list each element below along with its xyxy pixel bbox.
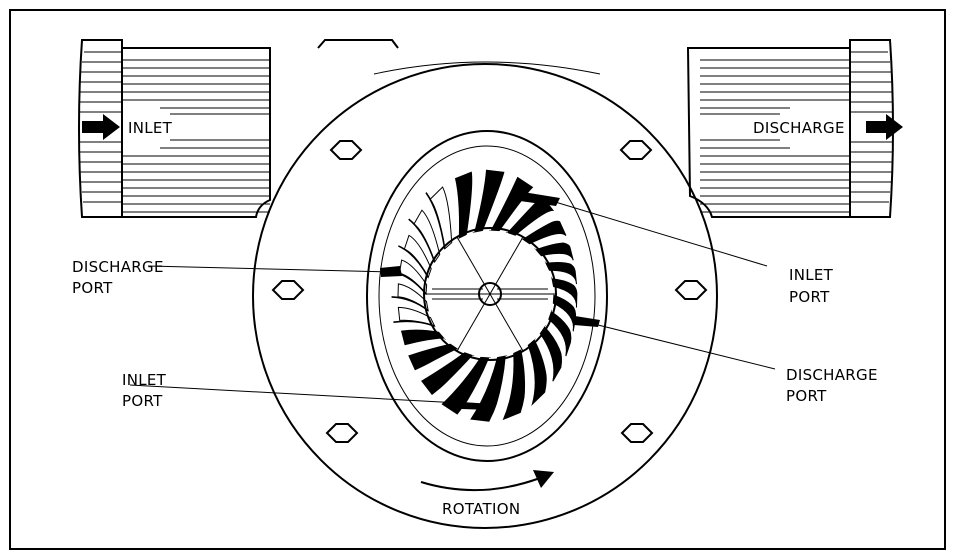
rotor-vane-blade: [398, 245, 429, 278]
discharge-port-left-label-line2: PORT: [72, 279, 113, 297]
rotor-vane-blade: [472, 161, 487, 233]
discharge-arrow-icon: [866, 114, 903, 140]
rotor-vane-blade: [489, 169, 521, 231]
chamber-wall-outer: [366, 130, 608, 462]
rotor-vane-blade: [409, 348, 459, 376]
discharge-port-right-label-line2: PORT: [786, 387, 827, 405]
rotor-vane-blade: [534, 240, 576, 250]
rotor-vane-blade: [544, 325, 567, 373]
bolt-hex: [620, 423, 654, 443]
rotor-vanes: [391, 161, 584, 431]
rotor-vane-blade: [545, 260, 582, 271]
rotor-shaft: [478, 282, 502, 306]
liquid-ring: [378, 145, 596, 447]
inlet-label: INLET: [128, 119, 173, 137]
inlet-pipe: [121, 47, 271, 218]
discharge-port-left-label-line1: DISCHARGE: [72, 258, 164, 276]
rotor-vane-blade: [427, 355, 475, 402]
discharge-label: DISCHARGE: [753, 119, 845, 137]
rotor-vane-blade: [521, 349, 527, 421]
rotor-vane-pocket: [527, 338, 547, 407]
rotor-vane-blade: [408, 218, 436, 263]
discharge-port-left: [380, 266, 402, 277]
discharge-port-right-label-line1: DISCHARGE: [786, 366, 878, 384]
bolt-hex: [674, 280, 708, 300]
inlet-port-right-label-line1: INLET: [789, 266, 834, 284]
rotor-vane-pocket: [397, 306, 436, 327]
discharge-flange: [849, 39, 894, 218]
inlet-flange: [78, 39, 123, 218]
bolt-hex: [271, 280, 305, 300]
leader-lines: [129, 197, 776, 405]
casing-bolts: [271, 140, 708, 443]
rotor-vane-blade: [488, 355, 508, 431]
rotation-label: ROTATION: [442, 500, 520, 518]
discharge-pipe: [686, 47, 851, 218]
rotor-vane-blade: [425, 192, 446, 249]
rotor-vane-blade: [505, 189, 548, 233]
inlet-arrow-icon: [82, 114, 120, 140]
inlet-port-right-label-line2: PORT: [789, 288, 830, 306]
rotor-vane-blade: [451, 170, 460, 239]
inlet-port-left-label-line2: PORT: [122, 392, 163, 410]
rotor-spokes: [424, 236, 556, 352]
bolt-hex: [325, 423, 359, 443]
bolt-hex: [619, 140, 653, 160]
inlet-port-upper: [520, 192, 560, 206]
diagram-frame: [9, 9, 946, 550]
rotor-vane-blade: [551, 276, 584, 296]
rotation-arrow-icon: [420, 470, 554, 492]
inlet-port-left-label-line1: INLET: [122, 371, 167, 389]
rotor-vane-blade: [454, 357, 491, 423]
bolt-hex: [329, 140, 363, 160]
rotor-vane-blade: [534, 338, 550, 400]
pump-casing: [252, 63, 718, 529]
discharge-port-right: [574, 316, 600, 327]
top-boss: [317, 39, 399, 49]
rotor-vane-blade: [521, 215, 565, 240]
rotor-vane-blade: [551, 309, 577, 346]
